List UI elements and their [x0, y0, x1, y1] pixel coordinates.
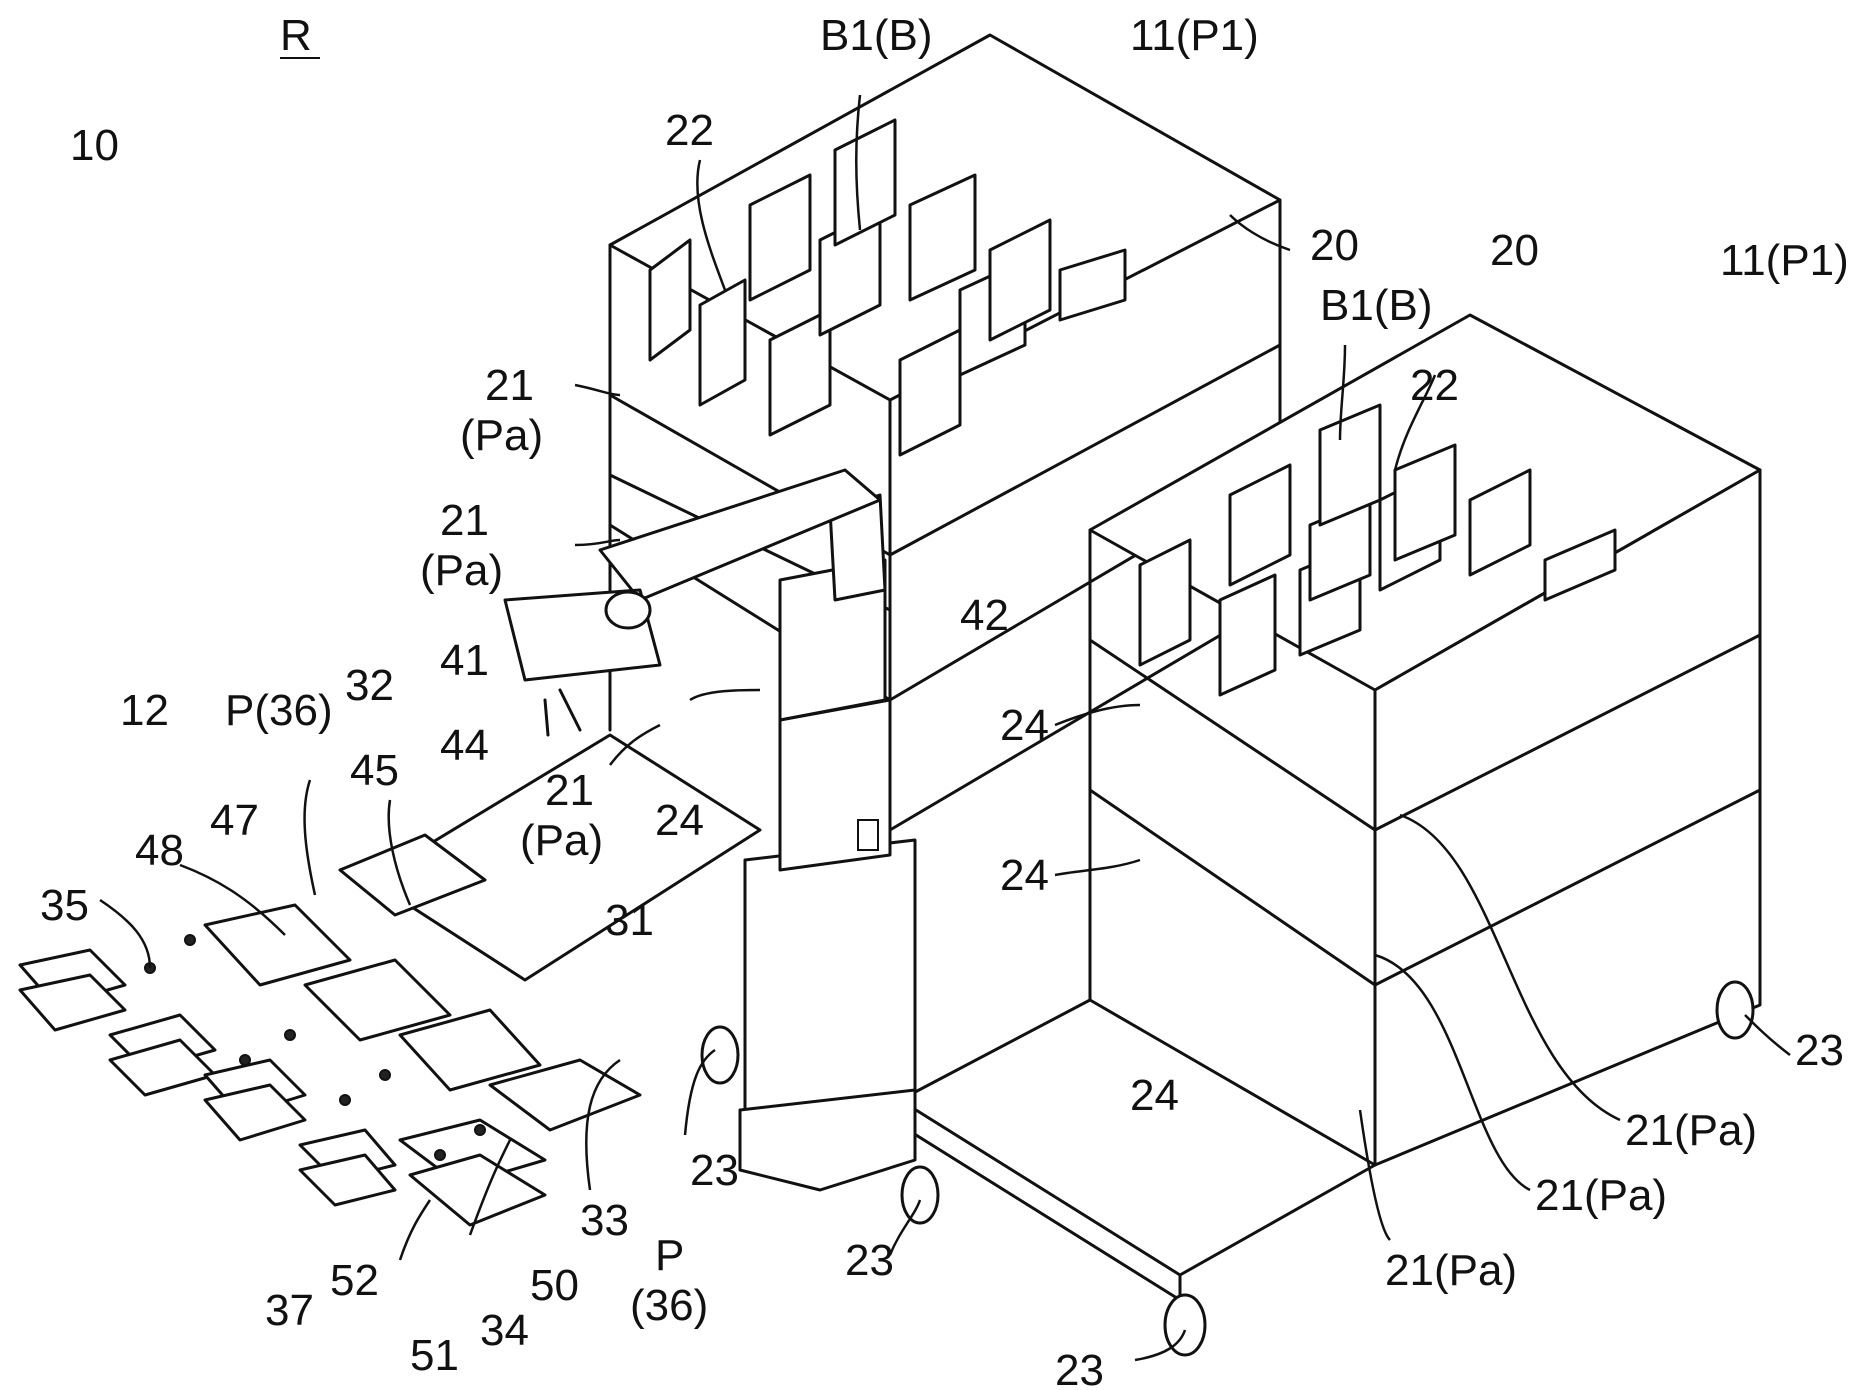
label-pa-c: (Pa) [520, 816, 603, 865]
label-37: 37 [265, 1286, 314, 1335]
label-48: 48 [135, 826, 184, 875]
label-31: 31 [605, 896, 654, 945]
label-R: R [280, 11, 312, 60]
label-23-b: 23 [845, 1236, 894, 1285]
label-32: 32 [345, 661, 394, 710]
label-22-b: 22 [1410, 361, 1459, 410]
label-47: 47 [210, 796, 259, 845]
label-20-a: 20 [1310, 221, 1359, 270]
label-24-c: 24 [1000, 851, 1049, 900]
label-21-a: 21 [485, 361, 534, 410]
label-24-b: 24 [655, 796, 704, 845]
label-21-c: 21 [545, 766, 594, 815]
label-20-b: 20 [1490, 226, 1539, 275]
label-33: 33 [580, 1196, 629, 1245]
label-24-a: 24 [1000, 701, 1049, 750]
label-23-d: 23 [1795, 1026, 1844, 1075]
label-pa-a: (Pa) [460, 411, 543, 460]
label-21-f: 21(Pa) [1385, 1246, 1517, 1295]
label-42: 42 [960, 591, 1009, 640]
label-34: 34 [480, 1306, 529, 1355]
label-50: 50 [530, 1261, 579, 1310]
label-35: 35 [40, 881, 89, 930]
label-51: 51 [410, 1331, 459, 1380]
label-p-b: P [655, 1231, 684, 1280]
label-22-a: 22 [665, 106, 714, 155]
label-12: 12 [120, 686, 169, 735]
label-23-c: 23 [1055, 1346, 1104, 1390]
label-p36-a: P(36) [225, 686, 333, 735]
label-21-e: 21(Pa) [1535, 1171, 1667, 1220]
label-52: 52 [330, 1256, 379, 1305]
label-11-b: 11(P1) [1720, 236, 1849, 285]
label-21-d: 21(Pa) [1625, 1106, 1757, 1155]
label-23-a: 23 [690, 1146, 739, 1195]
label-45: 45 [350, 746, 399, 795]
label-24-d: 24 [1130, 1071, 1179, 1120]
label-b1-a: B1(B) [820, 11, 932, 60]
label-pa-b: (Pa) [420, 546, 503, 595]
label-10: 10 [70, 121, 119, 170]
label-11-a: 11(P1) [1130, 11, 1259, 60]
label-21-b: 21 [440, 496, 489, 545]
label-p36-b: (36) [630, 1281, 708, 1330]
label-44: 44 [440, 721, 489, 770]
label-41: 41 [440, 636, 489, 685]
label-b1-b: B1(B) [1320, 281, 1432, 330]
